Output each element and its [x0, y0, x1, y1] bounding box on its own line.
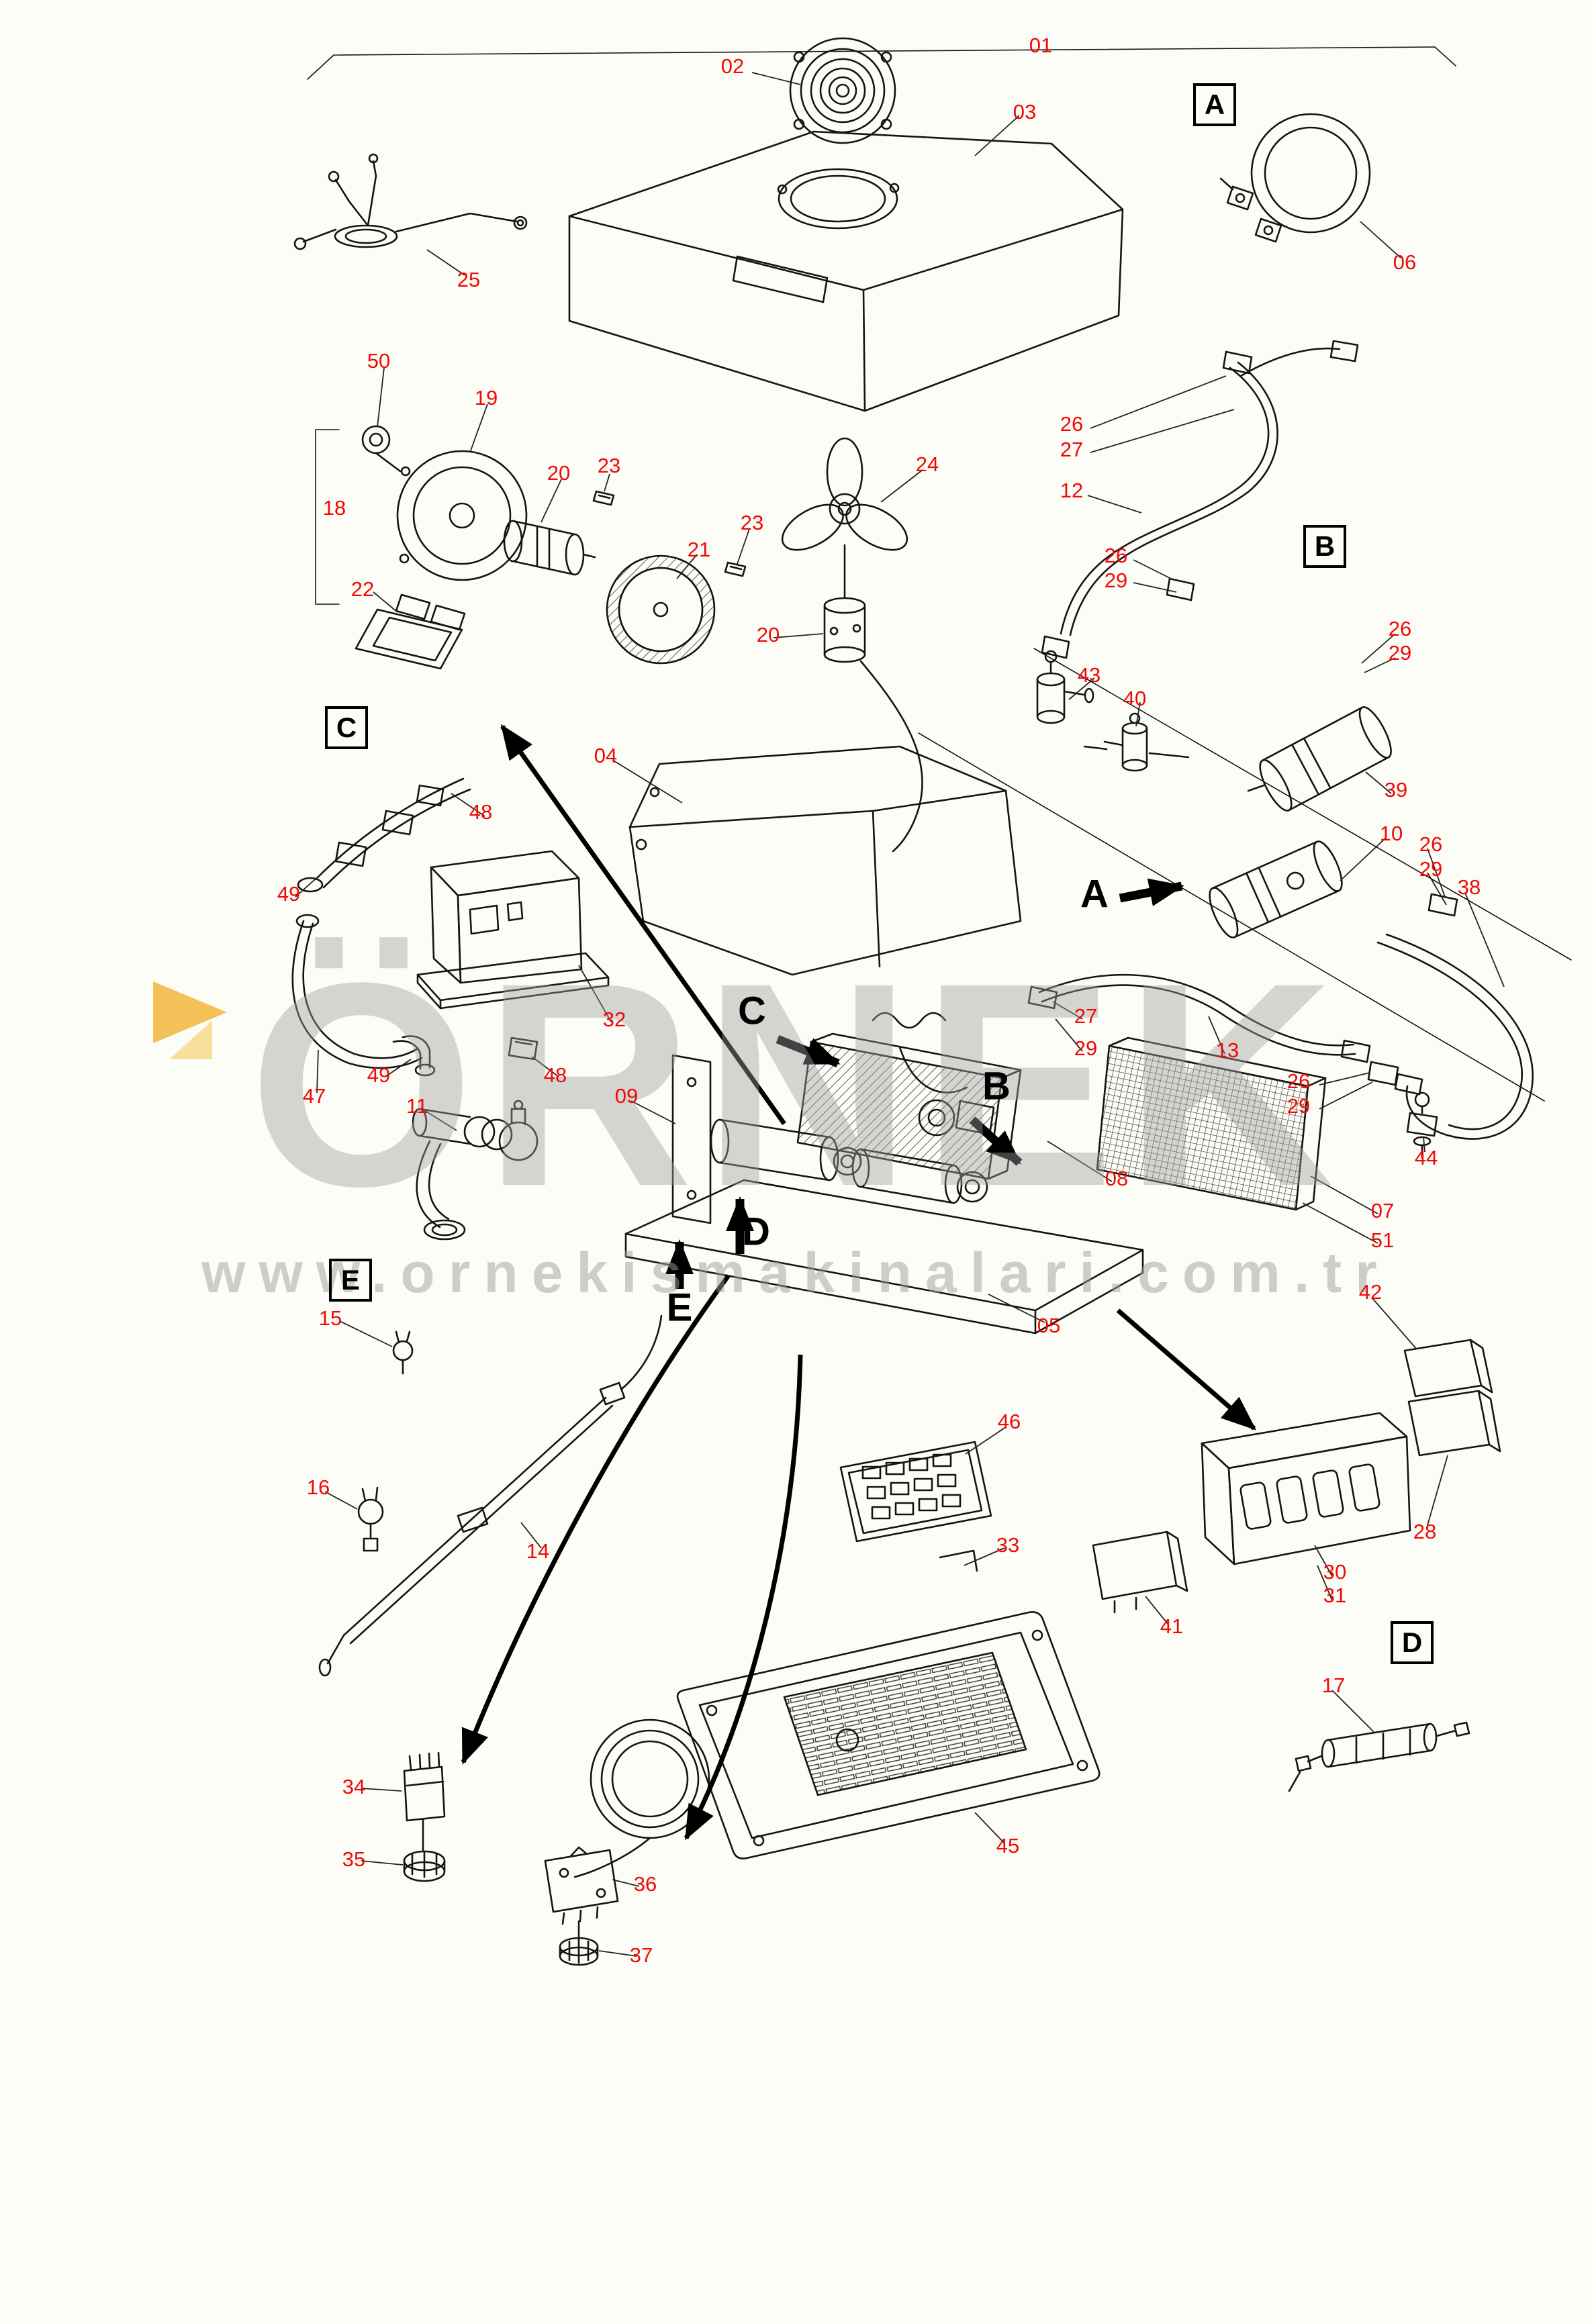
- part-38-hose: [1376, 893, 1534, 1140]
- part-06-clamp: [1219, 113, 1371, 243]
- part-42-28-brackets: [1403, 1339, 1501, 1457]
- part-25-bracket: [293, 153, 528, 250]
- part-10-drier: [1209, 840, 1343, 938]
- frame-boundary: [307, 46, 1572, 1102]
- part-32-control-box: [416, 850, 610, 1010]
- part-37-knob: [559, 1920, 599, 1966]
- part-47-hose: [291, 914, 423, 1069]
- part-35-knob: [403, 1850, 446, 1882]
- part-03-top-cover: [568, 130, 1124, 412]
- part-41-relay: [1092, 1531, 1188, 1614]
- part-23-clips: [592, 490, 747, 577]
- part-11-water-valve: [412, 1100, 539, 1241]
- leader-lines: [295, 72, 1505, 1957]
- flow-arrows: [461, 724, 1257, 1841]
- part-34-switch: [403, 1751, 446, 1851]
- part-45-bottom-panel: [676, 1611, 1101, 1859]
- part-21-blower-wheel: [606, 554, 716, 665]
- part-02-fan: [789, 37, 896, 144]
- part-36-thermostat: [544, 1718, 710, 1925]
- part-09-motors: [671, 1012, 995, 1224]
- part-04-lower-housing: [628, 745, 1022, 976]
- part-39-drier: [1247, 706, 1392, 812]
- part-30-control-panel: [1201, 1412, 1411, 1565]
- part-16-sensor: [357, 1486, 384, 1552]
- part-12-hose: [1041, 340, 1359, 659]
- part-19-blower-housing: [361, 425, 528, 631]
- part-46-keypad: [839, 1441, 992, 1572]
- part-20-blower-motor: [503, 520, 596, 576]
- part-49-48-fittings: [392, 1035, 539, 1077]
- part-48-49-pipes: [297, 777, 471, 893]
- part-15-sensor: [392, 1330, 414, 1375]
- part-17-valve: [1288, 1721, 1470, 1792]
- part-24-fan-blade: [781, 437, 908, 599]
- part-18-bracket-indicator: [315, 429, 340, 605]
- part-43-40-valves: [1036, 650, 1190, 772]
- part-08-evaporator-core: [796, 1032, 1022, 1180]
- part-20-coupling: [823, 597, 923, 853]
- part-22-gasket: [355, 608, 463, 670]
- part-05-base-tray: [624, 1179, 1144, 1335]
- part-44-valve: [1406, 1092, 1438, 1159]
- part-14-hose: [318, 1314, 663, 1677]
- part-07-heater-grid: [1096, 1036, 1327, 1211]
